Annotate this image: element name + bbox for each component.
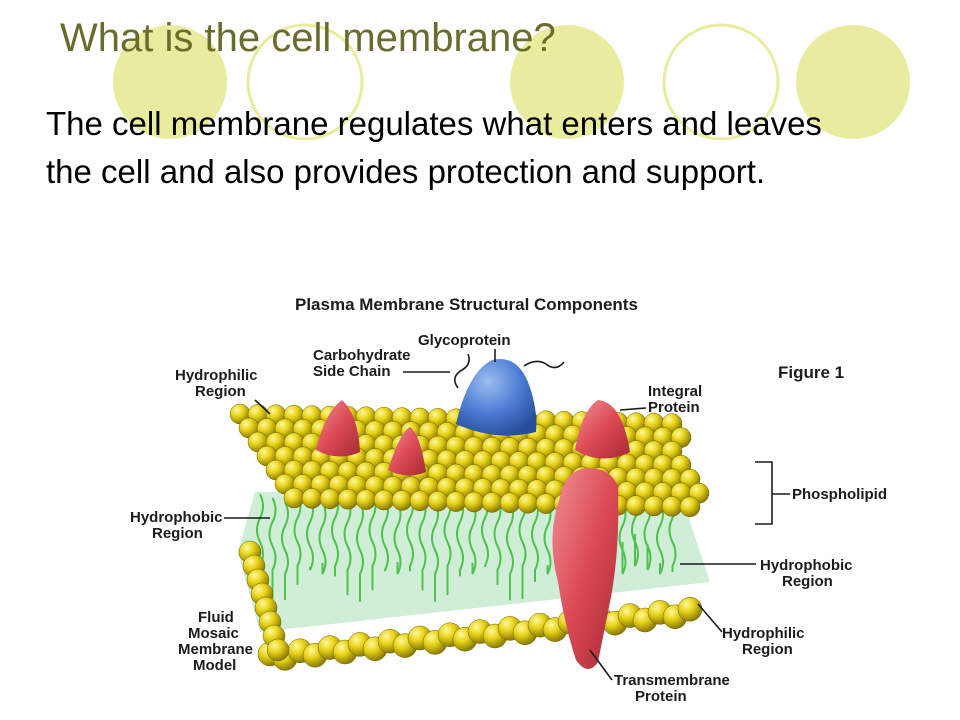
label-glycoprotein: Glycoprotein <box>418 332 511 349</box>
deco-circle <box>662 23 780 140</box>
label-carbohydrate-line2: Side Chain <box>313 363 391 380</box>
label-fluid-line2: Mosaic <box>188 625 239 642</box>
lipid-tail <box>431 501 439 602</box>
phospholipid-head <box>409 490 431 512</box>
label-hydrophilic-bottom-line2: Region <box>742 641 793 658</box>
lipid-tail <box>656 501 664 575</box>
lipid-tail <box>531 497 539 582</box>
membrane-illustration <box>229 353 710 671</box>
lipid-tail <box>618 501 627 575</box>
decorative-circles <box>113 23 910 140</box>
label-hydrophilic-top-line2: Region <box>195 383 246 400</box>
lipid-tail <box>418 497 427 591</box>
phospholipid-head <box>517 492 539 514</box>
label-transmembrane-line1: Transmembrane <box>614 672 730 689</box>
phospholipid-head <box>643 495 665 517</box>
figure-title: Plasma Membrane Structural Components <box>295 295 638 314</box>
lipid-tail <box>306 497 314 571</box>
lipid-tail <box>268 497 277 599</box>
phospholipid-head <box>391 490 413 511</box>
label-hydrophobic-left-line1: Hydrophobic <box>130 509 223 526</box>
phospholipid-head <box>625 495 647 516</box>
deco-circle <box>510 25 624 139</box>
deco-circle <box>113 25 227 139</box>
integral-protein-shape <box>388 427 426 476</box>
label-hydrophobic-right-line2: Region <box>782 573 833 590</box>
leader-integral <box>619 407 647 411</box>
lipid-tail <box>281 501 289 601</box>
phospholipid-head <box>679 496 701 518</box>
label-transmembrane-line2: Protein <box>635 688 687 705</box>
lipid-tail <box>368 493 377 591</box>
phospholipid-head <box>463 491 485 513</box>
phospholipid-head <box>427 490 449 512</box>
label-fluid-line3: Membrane <box>178 641 253 658</box>
lipid-tail <box>381 497 389 572</box>
phospholipid-head <box>677 596 703 622</box>
label-fluid-line1: Fluid <box>198 609 234 626</box>
slide-title: What is the cell membrane? <box>60 16 556 60</box>
phospholipid-head <box>266 638 290 662</box>
lipid-tail <box>493 497 502 585</box>
lipid-tail <box>293 493 302 585</box>
leader-hydrophilic-top <box>254 399 271 415</box>
figure-number: Figure 1 <box>778 363 844 382</box>
carbohydrate-chain <box>523 360 565 369</box>
leader-hydrophilic-bottom <box>697 603 723 633</box>
label-integral-line1: Integral <box>648 383 702 400</box>
phospholipid-head <box>499 492 521 514</box>
phospholipid-head <box>301 488 323 509</box>
label-hydrophobic-right-line1: Hydrophobic <box>760 557 853 574</box>
deco-circle <box>246 23 364 140</box>
phospholipid-head <box>661 496 683 517</box>
glycoprotein-shape <box>456 358 537 436</box>
integral-protein-shape <box>316 400 360 457</box>
lipid-tail <box>318 501 327 575</box>
membrane-diagram: Plasma Membrane Structural Components Fi… <box>130 295 887 705</box>
phospholipid-bracket <box>755 461 773 525</box>
carbohydrate-chain <box>454 353 470 389</box>
phospholipid-head <box>355 489 377 510</box>
lipid-tail <box>543 501 552 575</box>
label-hydrophilic-top-line1: Hydrophilic <box>175 367 258 384</box>
lipid-tail <box>256 493 264 582</box>
label-fluid-line4: Model <box>193 657 236 674</box>
phospholipid-head <box>481 492 503 513</box>
label-hydrophobic-left-line2: Region <box>152 525 203 542</box>
integral-protein-shape <box>575 400 630 459</box>
transmembrane-protein-shape <box>552 467 619 670</box>
lipid-tail <box>343 497 352 596</box>
phospholipid-head <box>283 487 305 509</box>
phospholipid-head <box>373 489 395 511</box>
label-phospholipid: Phospholipid <box>792 486 887 503</box>
label-integral-line2: Protein <box>648 399 700 416</box>
lipid-tail <box>456 497 464 577</box>
lipid-tail <box>356 501 364 602</box>
slide-body-text: The cell membrane regulates what enters … <box>46 105 822 190</box>
lipid-tail <box>331 493 339 577</box>
lipid-tail <box>468 501 477 575</box>
phospholipid-head <box>337 488 359 510</box>
figure-labels: Glycoprotein Carbohydrate Side Chain Hyd… <box>130 332 887 705</box>
leader-transmembrane <box>589 649 613 681</box>
label-carbohydrate-line1: Carbohydrate <box>313 347 411 364</box>
lipid-tail <box>393 501 402 575</box>
deco-circle <box>796 25 910 139</box>
phospholipid-head <box>535 493 557 514</box>
phospholipid-head <box>319 488 341 510</box>
label-hydrophilic-bottom-line1: Hydrophilic <box>722 625 805 642</box>
phospholipid-head <box>445 491 467 512</box>
lipid-tail <box>506 501 514 601</box>
